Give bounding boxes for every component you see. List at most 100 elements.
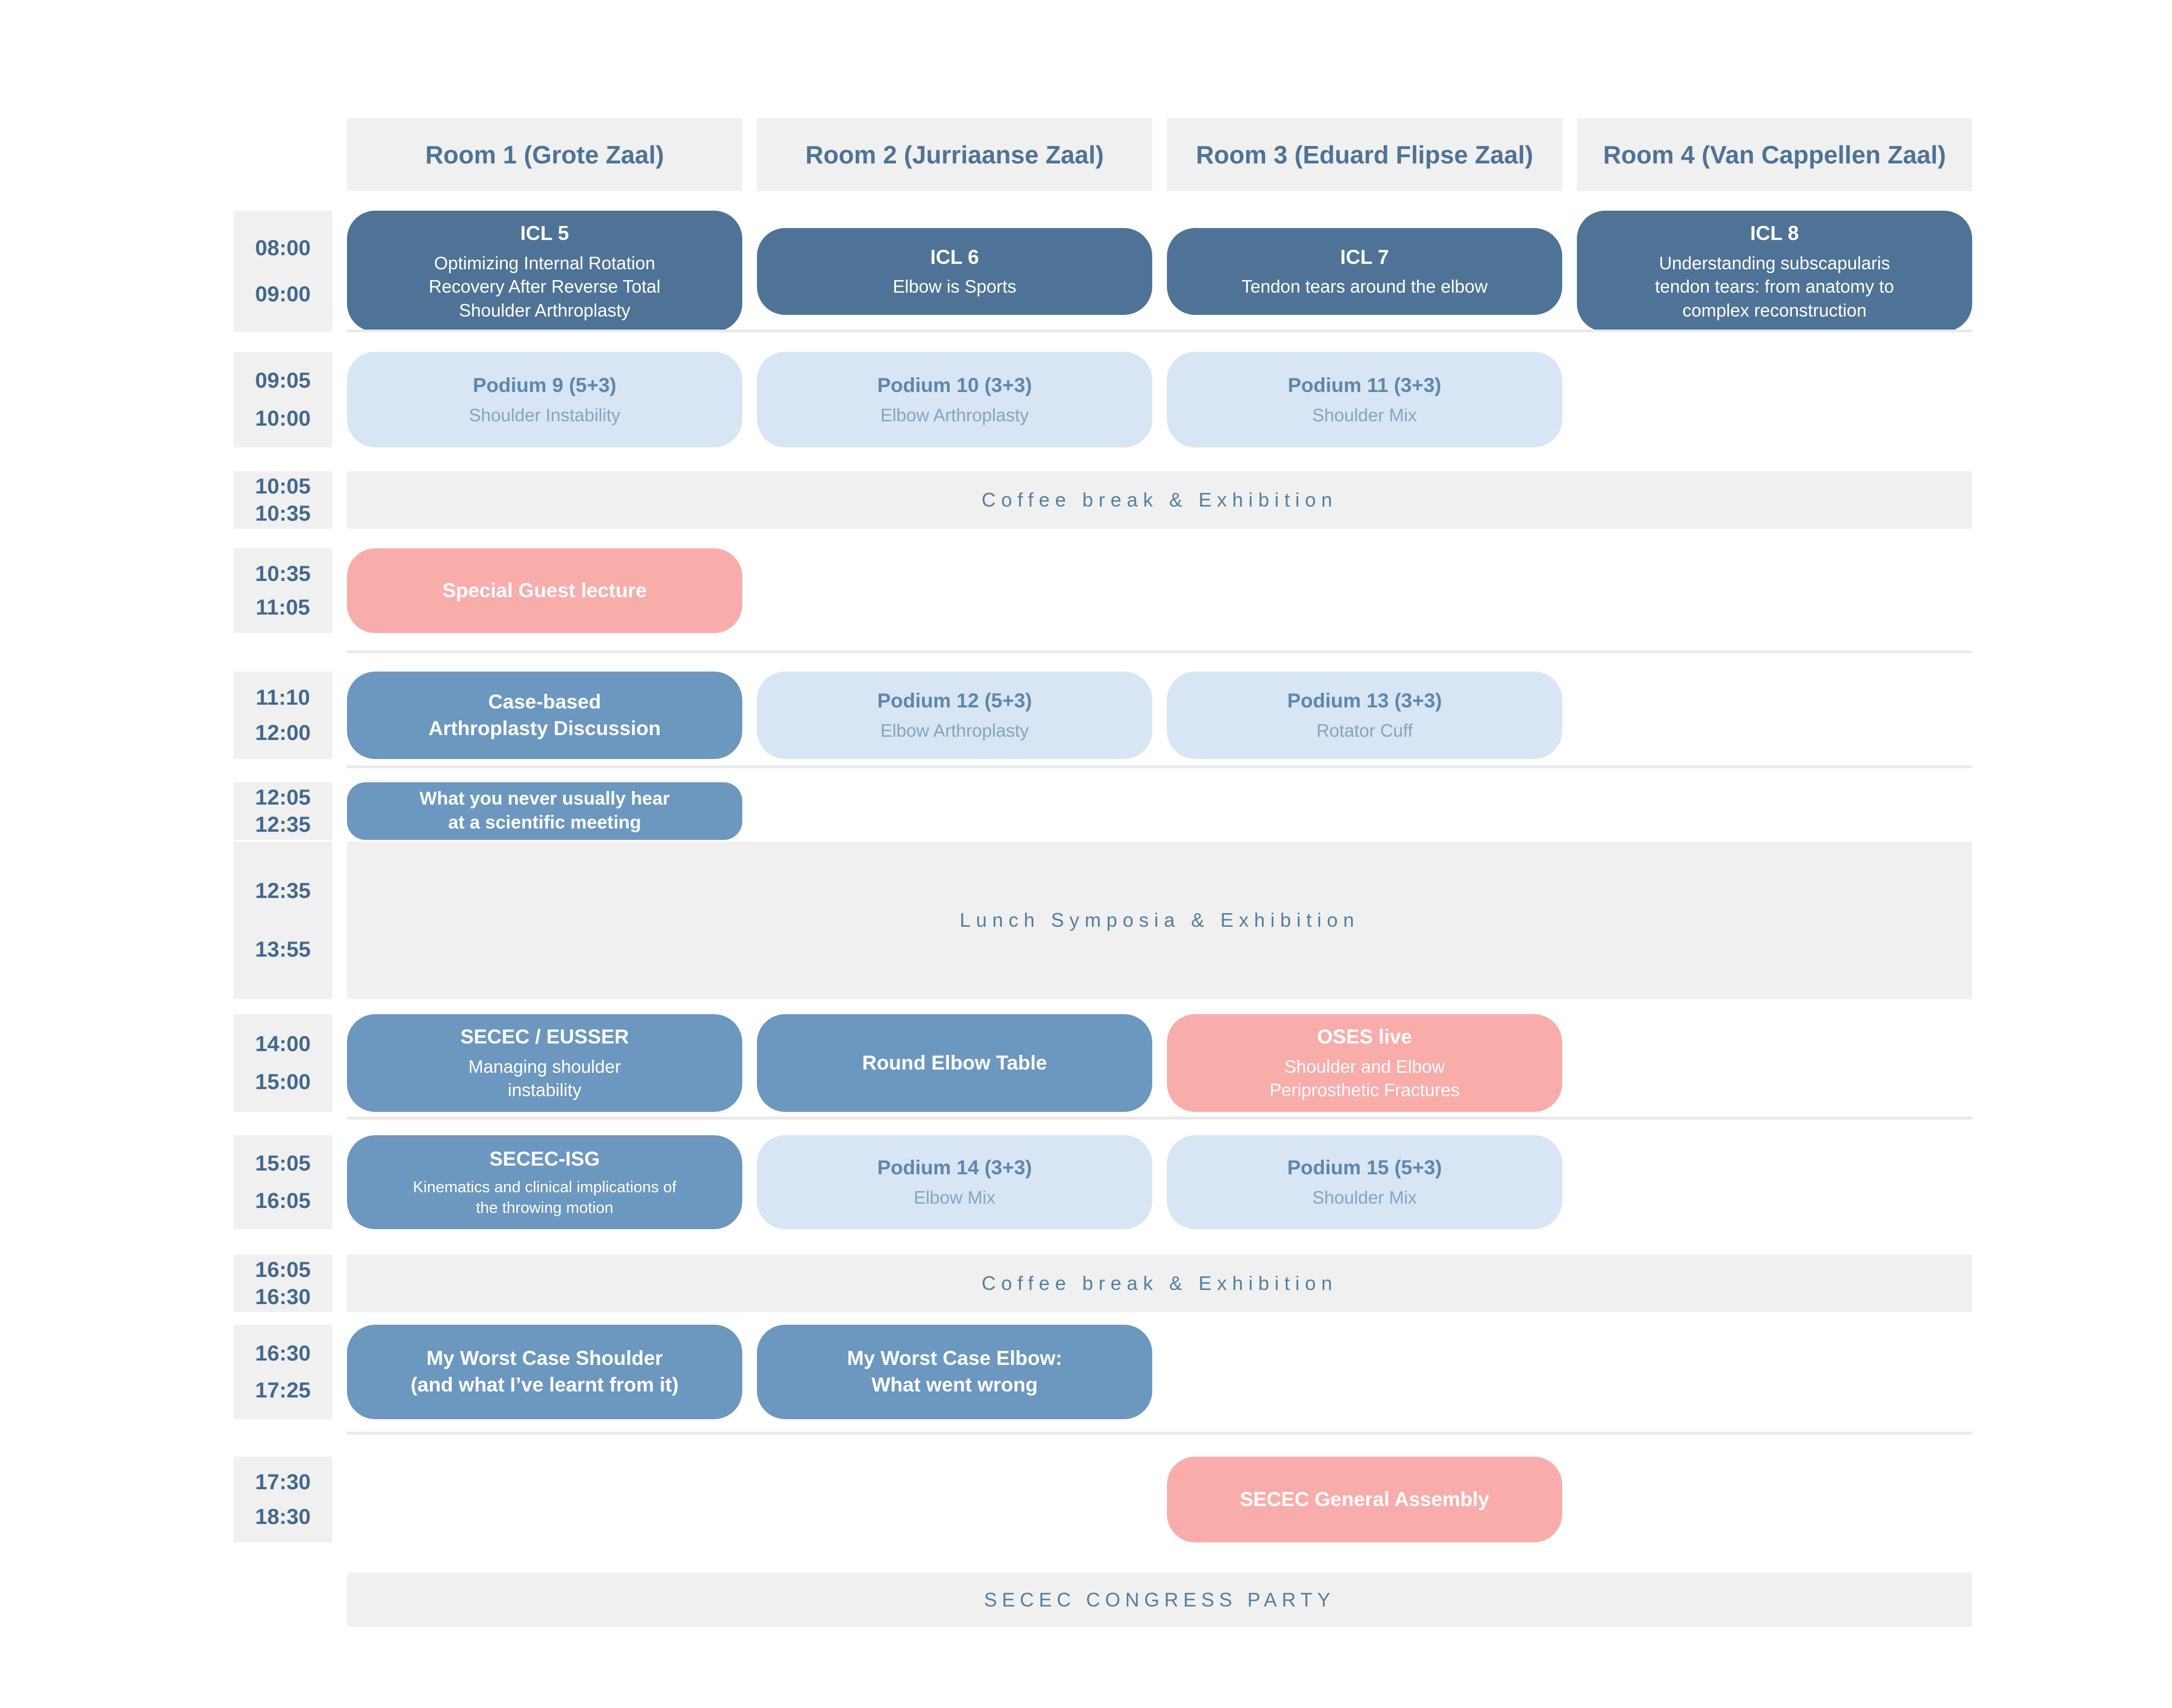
break-band-coffee: Coffee break & Exhibition [347,471,1972,529]
time-end: 12:35 [255,813,311,837]
time-slot: 15:05 16:05 [233,1135,332,1229]
session-row-1110: 11:10 12:00 Case-based Arthroplasty Disc… [233,672,1972,759]
time-start: 10:05 [255,475,311,498]
session-subtitle: Shoulder Mix [1312,404,1417,425]
time-end: 18:30 [255,1504,311,1529]
time-end: 16:30 [255,1285,311,1309]
session-pill-podium15: Podium 15 (5+3) Shoulder Mix [1167,1135,1562,1229]
session-row-1205: 12:05 12:35 What you never usually hear … [233,782,1972,840]
time-slot: 17:30 18:30 [233,1457,332,1542]
time-end: 13:55 [255,937,311,961]
session-pill-case-based: Case-based Arthroplasty Discussion [347,672,742,759]
session-title: SECEC / EUSSER [460,1026,629,1048]
break-row-lunch: 12:35 13:55 Lunch Symposia & Exhibition [233,842,1972,999]
session-pill-podium11: Podium 11 (3+3) Shoulder Mix [1167,352,1562,447]
time-start: 09:05 [255,369,311,393]
congress-day-schedule: Room 1 (Grote Zaal) Room 2 (Jurriaanse Z… [233,118,1972,1627]
session-row-podium-9-11: 09:05 10:00 Podium 9 (5+3) Shoulder Inst… [233,352,1972,447]
row-divider [347,766,1972,768]
session-title: SECEC-ISG [489,1147,600,1170]
congress-party-band: SECEC CONGRESS PARTY [347,1573,1972,1627]
time-start: 15:05 [255,1152,311,1176]
time-slot: 10:35 11:05 [233,548,332,633]
session-pill-podium14: Podium 14 (3+3) Elbow Mix [757,1135,1152,1229]
session-row-1730: 17:30 18:30 SECEC General Assembly [233,1457,1972,1542]
session-title: Podium 15 (5+3) [1287,1156,1442,1179]
time-start: 08:00 [255,236,311,261]
row-divider [347,1117,1972,1119]
break-row-party: SECEC CONGRESS PARTY [233,1573,1972,1627]
row-divider [347,330,1972,332]
room-header-1: Room 1 (Grote Zaal) [347,118,742,191]
session-title: Podium 12 (5+3) [877,689,1032,712]
session-pill-podium12: Podium 12 (5+3) Elbow Arthroplasty [757,672,1152,759]
break-band-lunch: Lunch Symposia & Exhibition [347,842,1972,999]
empty-cell [1167,1325,1562,1419]
session-subtitle: Elbow is Sports [893,276,1016,297]
empty-cell [757,548,1152,633]
time-start: 17:30 [255,1470,311,1495]
empty-cell [1577,1457,1972,1542]
time-start: 12:35 [255,879,311,903]
empty-cell [1577,672,1972,759]
time-slot: 12:35 13:55 [233,842,332,999]
empty-cell [1577,1135,1972,1229]
session-title: Podium 9 (5+3) [472,374,617,396]
session-pill-secec-isg: SECEC-ISG Kinematics and clinical implic… [347,1135,742,1229]
time-start: 10:35 [255,561,311,586]
session-title: ICL 7 [1340,245,1389,268]
time-start: 12:05 [255,786,311,809]
session-title: Case-based Arthroplasty Discussion [428,690,661,739]
time-start: 11:10 [255,686,311,710]
session-title: OSES live [1317,1026,1412,1048]
time-end: 10:35 [255,502,311,526]
empty-cell [757,782,1152,840]
session-subtitle: Optimizing Internal Rotation Recovery Af… [428,252,661,320]
time-end: 10:00 [255,406,311,431]
break-row-coffee-2: 16:05 16:30 Coffee break & Exhibition [233,1255,1972,1312]
time-end: 17:25 [255,1378,311,1403]
session-pill-icl7: ICL 7 Tendon tears around the elbow [1167,227,1562,315]
time-slot: 16:30 17:25 [233,1325,332,1419]
time-slot: 11:10 12:00 [233,672,332,759]
session-title: My Worst Case Elbow: What went wrong [847,1347,1063,1396]
session-pill-what-you-never-hear: What you never usually hear at a scienti… [347,782,742,840]
session-pill-podium9: Podium 9 (5+3) Shoulder Instability [347,352,742,447]
session-pill-icl6: ICL 6 Elbow is Sports [757,227,1152,315]
session-subtitle: Kinematics and clinical implications of … [413,1178,677,1217]
session-subtitle: Shoulder Instability [469,404,621,425]
break-row-coffee-1: 10:05 10:35 Coffee break & Exhibition [233,471,1972,529]
session-title: ICL 8 [1750,222,1799,244]
session-subtitle: Shoulder Mix [1312,1187,1417,1208]
row-divider [347,650,1972,653]
header-spacer [233,118,332,191]
session-title: ICL 5 [520,222,569,244]
time-end: 09:00 [255,282,311,307]
session-subtitle: Managing shoulder instability [468,1056,621,1100]
session-row-1400: 14:00 15:00 SECEC / EUSSER Managing shou… [233,1014,1972,1112]
session-pill-worst-case-elbow: My Worst Case Elbow: What went wrong [757,1325,1152,1419]
time-start: 16:05 [255,1258,311,1282]
session-title: Podium 10 (3+3) [877,374,1032,396]
session-pill-oses-live: OSES live Shoulder and Elbow Periprosthe… [1167,1014,1562,1112]
session-pill-icl8: ICL 8 Understanding subscapularis tendon… [1577,211,1972,332]
session-subtitle: Elbow Arthroplasty [880,720,1029,741]
time-slot: 09:05 10:00 [233,352,332,447]
session-pill-general-assembly: SECEC General Assembly [1167,1457,1562,1542]
session-title: Podium 11 (3+3) [1287,374,1442,396]
session-title: Podium 13 (3+3) [1287,689,1442,712]
session-row-icl: 08:00 09:00 ICL 5 Optimizing Internal Ro… [233,211,1972,332]
time-start: 14:00 [255,1032,311,1056]
session-pill-worst-case-shoulder: My Worst Case Shoulder (and what I’ve le… [347,1325,742,1419]
session-subtitle: Elbow Mix [913,1187,996,1208]
empty-cell [233,1573,332,1627]
session-pill-podium10: Podium 10 (3+3) Elbow Arthroplasty [757,352,1152,447]
room-header-3: Room 3 (Eduard Flipse Zaal) [1167,118,1562,191]
time-slot: 16:05 16:30 [233,1255,332,1312]
empty-cell [1577,1014,1972,1112]
empty-cell [1577,782,1972,840]
session-pill-special-guest: Special Guest lecture [347,548,742,633]
room-header-row: Room 1 (Grote Zaal) Room 2 (Jurriaanse Z… [233,118,1972,191]
session-title: What you never usually hear at a scienti… [419,788,670,833]
session-subtitle: Understanding subscapularis tendon tears… [1655,252,1895,320]
